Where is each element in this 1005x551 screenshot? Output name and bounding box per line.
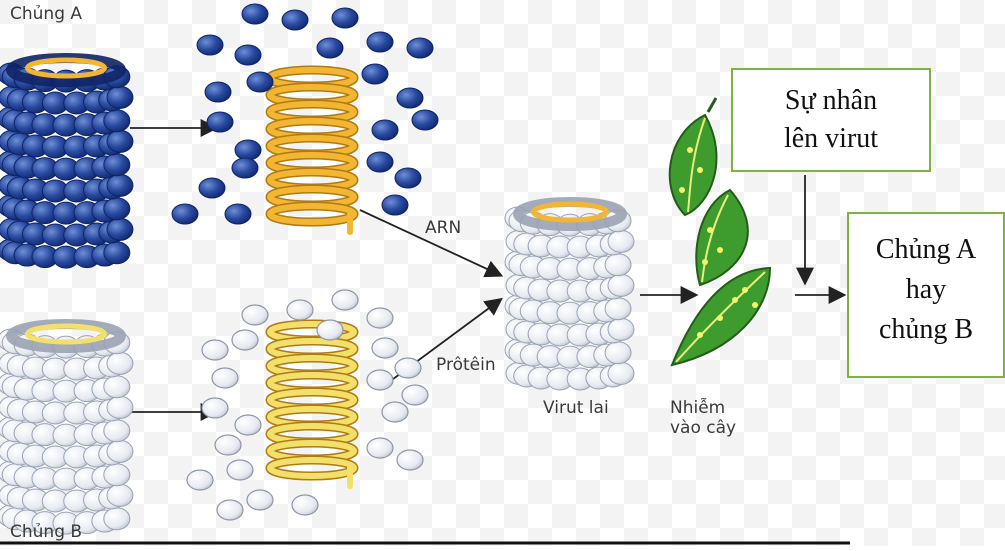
protein-bead-white bbox=[395, 358, 421, 378]
infect-label-line2: vào cây bbox=[670, 418, 736, 438]
leaf-spot bbox=[679, 187, 685, 193]
protein-bead-white bbox=[402, 385, 428, 405]
protein-bead-blue bbox=[172, 204, 198, 224]
leaf-spot bbox=[717, 315, 723, 321]
protein-bead-blue bbox=[395, 168, 421, 188]
leaf-spot bbox=[687, 147, 693, 153]
hybrid-virus-label: Virut lai bbox=[543, 398, 609, 418]
strain-b-capsomere bbox=[104, 464, 130, 486]
protein-bead-blue bbox=[372, 120, 398, 140]
strain-a-capsomere bbox=[104, 154, 130, 176]
protein-bead-blue bbox=[367, 152, 393, 172]
protein-bead-white bbox=[317, 320, 343, 340]
protein-bead-white bbox=[227, 460, 253, 480]
protein-bead-white bbox=[187, 470, 213, 490]
virus-multiplication-box: Sự nhân lên virut bbox=[731, 68, 931, 172]
protein-bead-white bbox=[367, 370, 393, 390]
protein-bead-blue bbox=[397, 88, 423, 108]
leaf-spot bbox=[742, 287, 748, 293]
strain-a-capsomere bbox=[104, 110, 130, 132]
protein-bead-white bbox=[397, 450, 423, 470]
hybrid-virus bbox=[505, 202, 634, 390]
protein-bead-blue bbox=[242, 4, 268, 24]
protein-bead-blue bbox=[199, 178, 225, 198]
strain-a-capsomere bbox=[104, 198, 130, 220]
protein-bead-white bbox=[287, 300, 313, 320]
protein-bead-blue bbox=[235, 140, 261, 160]
protein-bead-white bbox=[232, 330, 258, 350]
hybrid-capsomere bbox=[605, 254, 631, 276]
virus-strain-a bbox=[0, 58, 133, 268]
strain-a-capsomere bbox=[107, 218, 133, 240]
strain-a-capsomere bbox=[107, 86, 133, 108]
result-line1: Chủng A bbox=[849, 230, 1003, 270]
protein-bead-white bbox=[332, 290, 358, 310]
leaf-spot bbox=[732, 297, 738, 303]
strain-a-capsomere bbox=[107, 174, 133, 196]
protein-bead-white bbox=[367, 308, 393, 328]
protein-bead-white bbox=[242, 305, 268, 325]
strain-a-capsomere bbox=[104, 242, 130, 264]
strain-b-capsomere bbox=[104, 420, 130, 442]
protein-bead-blue bbox=[407, 38, 433, 58]
protein-bead-blue bbox=[235, 45, 261, 65]
strain-b-capsomere bbox=[107, 440, 133, 462]
protein-bead-white bbox=[202, 398, 228, 418]
protein-bead-blue bbox=[207, 112, 233, 132]
strain-b-capsomere bbox=[107, 484, 133, 506]
leaf-spot bbox=[697, 332, 703, 338]
protein-bead-blue bbox=[362, 64, 388, 84]
strain-b-capsomere bbox=[104, 376, 130, 398]
protein-bead-white bbox=[382, 402, 408, 422]
protein-bead-blue bbox=[225, 204, 251, 224]
rna-label: ARN bbox=[425, 218, 461, 238]
protein-bead-white bbox=[292, 495, 318, 515]
protein-bead-white bbox=[247, 490, 273, 510]
protein-bead-blue bbox=[205, 82, 231, 102]
leaf-spot bbox=[702, 259, 708, 265]
strain-b-label: Chủng B bbox=[10, 522, 82, 542]
protein-bead-white bbox=[367, 438, 393, 458]
virus-strain-b bbox=[0, 324, 133, 534]
result-line3: chủng B bbox=[849, 310, 1003, 350]
protein-bead-white bbox=[235, 415, 261, 435]
leaf-spot bbox=[717, 247, 723, 253]
protein-bead-blue bbox=[282, 10, 308, 30]
leaf-spot bbox=[697, 167, 703, 173]
protein-bead-blue bbox=[232, 158, 258, 178]
protein-bead-blue bbox=[412, 110, 438, 130]
strain-b-capsomere bbox=[104, 508, 130, 530]
multiply-line2: lên virut bbox=[733, 120, 929, 158]
result-strain-box: Chủng A hay chủng B bbox=[847, 212, 1005, 378]
protein-bead-white bbox=[215, 435, 241, 455]
protein-bead-blue bbox=[367, 32, 393, 52]
protein-bead-white bbox=[202, 340, 228, 360]
strain-a-label: Chủng A bbox=[10, 4, 82, 24]
hybrid-capsomere bbox=[605, 298, 631, 320]
protein-bead-blue bbox=[247, 72, 273, 92]
leaf-spot bbox=[752, 302, 758, 308]
strain-b-capsomere bbox=[107, 352, 133, 374]
infect-label-line1: Nhiễm bbox=[670, 398, 736, 418]
multiply-line1: Sự nhân bbox=[733, 82, 929, 120]
protein-bead-blue bbox=[332, 8, 358, 28]
strain-a-capsomere bbox=[107, 130, 133, 152]
protein-bead-white bbox=[212, 368, 238, 388]
protein-bead-blue bbox=[382, 195, 408, 215]
infect-label: Nhiễm vào cây bbox=[670, 398, 736, 438]
protein-bead-blue bbox=[317, 38, 343, 58]
protein-bead-white bbox=[372, 338, 398, 358]
protein-bead-white bbox=[217, 500, 243, 520]
strain-b-capsomere bbox=[107, 396, 133, 418]
result-line2: hay bbox=[849, 270, 1003, 310]
leaf-spot bbox=[707, 227, 713, 233]
protein-label: Prôtêin bbox=[436, 355, 496, 375]
hybrid-capsomere bbox=[605, 342, 631, 364]
protein-bead-blue bbox=[197, 35, 223, 55]
